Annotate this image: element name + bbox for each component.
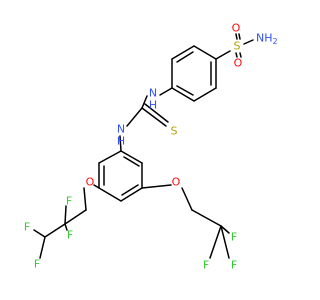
bond-31 xyxy=(141,184,172,189)
bond-37 xyxy=(33,229,46,238)
bond-22 xyxy=(123,156,140,167)
atom-label-o-ether-left: O xyxy=(86,176,95,189)
atom-label-h-thiourea-upper: H xyxy=(149,99,157,112)
bond-10 xyxy=(176,85,194,96)
atom-label-fluorine-g: F xyxy=(231,259,237,272)
bond-40 xyxy=(191,209,222,227)
bond-20 xyxy=(119,135,122,152)
bond-4 xyxy=(239,52,242,58)
bond-2 xyxy=(238,33,241,40)
atom-label-o-sulfonyl-top: O xyxy=(232,22,241,35)
bond-9 xyxy=(171,87,195,102)
bond-35 xyxy=(64,223,68,231)
atom-label-fluorine-d: F xyxy=(34,258,40,271)
bond-0 xyxy=(243,39,254,45)
bond-19 xyxy=(126,107,143,127)
bonds xyxy=(33,33,254,259)
atom-label-fluorine-b: F xyxy=(67,229,73,242)
bond-5 xyxy=(215,50,231,60)
bond-8 xyxy=(193,87,217,102)
bond-34 xyxy=(64,205,67,225)
atom-labels: NH2 S O O N H S N H O O F F F F F F F xyxy=(24,22,278,272)
bond-3 xyxy=(235,52,238,58)
bond-15 xyxy=(159,87,173,96)
atom-label-s-sulfonyl: S xyxy=(234,40,241,53)
atom-label-o-ether-right: O xyxy=(172,176,181,189)
bond-1 xyxy=(235,33,238,40)
atom-label-n-thiourea-lower: N xyxy=(117,123,125,136)
bond-26 xyxy=(98,187,122,202)
bond-41 xyxy=(220,225,230,234)
atom-label-h-thiourea-lower: H xyxy=(117,135,125,148)
bond-17 xyxy=(141,107,167,127)
atom-label-fluorine-f: F xyxy=(203,259,209,272)
bond-39 xyxy=(181,187,193,211)
bond-24 xyxy=(120,187,143,202)
bond-43 xyxy=(220,225,230,259)
atom-label-fluorine-e: F xyxy=(231,231,237,244)
atom-label-s-thiocarbonyl: S xyxy=(171,125,178,138)
bond-32 xyxy=(83,187,87,211)
atom-label-o-sulfonyl-bottom: O xyxy=(234,57,243,70)
atom-label-n-sulfonamide: NH2 xyxy=(256,32,278,46)
bond-29 xyxy=(98,150,122,164)
chemical-structure-diagram: NH2 S O O N H S N H O O F F F F F F F xyxy=(24,22,278,272)
bond-38 xyxy=(39,236,46,259)
atom-label-fluorine-c: F xyxy=(24,221,30,234)
atom-label-fluorine-a: F xyxy=(66,195,72,208)
bond-12 xyxy=(171,45,195,60)
bond-25 xyxy=(121,184,139,196)
bond-33 xyxy=(64,209,87,225)
bond-36 xyxy=(44,223,66,238)
bond-16 xyxy=(141,95,148,109)
atom-label-n-thiourea-upper: N xyxy=(149,87,157,100)
bond-30 xyxy=(93,184,100,189)
bond-42 xyxy=(209,225,222,259)
bond-21 xyxy=(120,150,143,164)
bond-14 xyxy=(193,45,217,60)
bond-13 xyxy=(176,51,194,63)
bond-18 xyxy=(144,103,169,123)
